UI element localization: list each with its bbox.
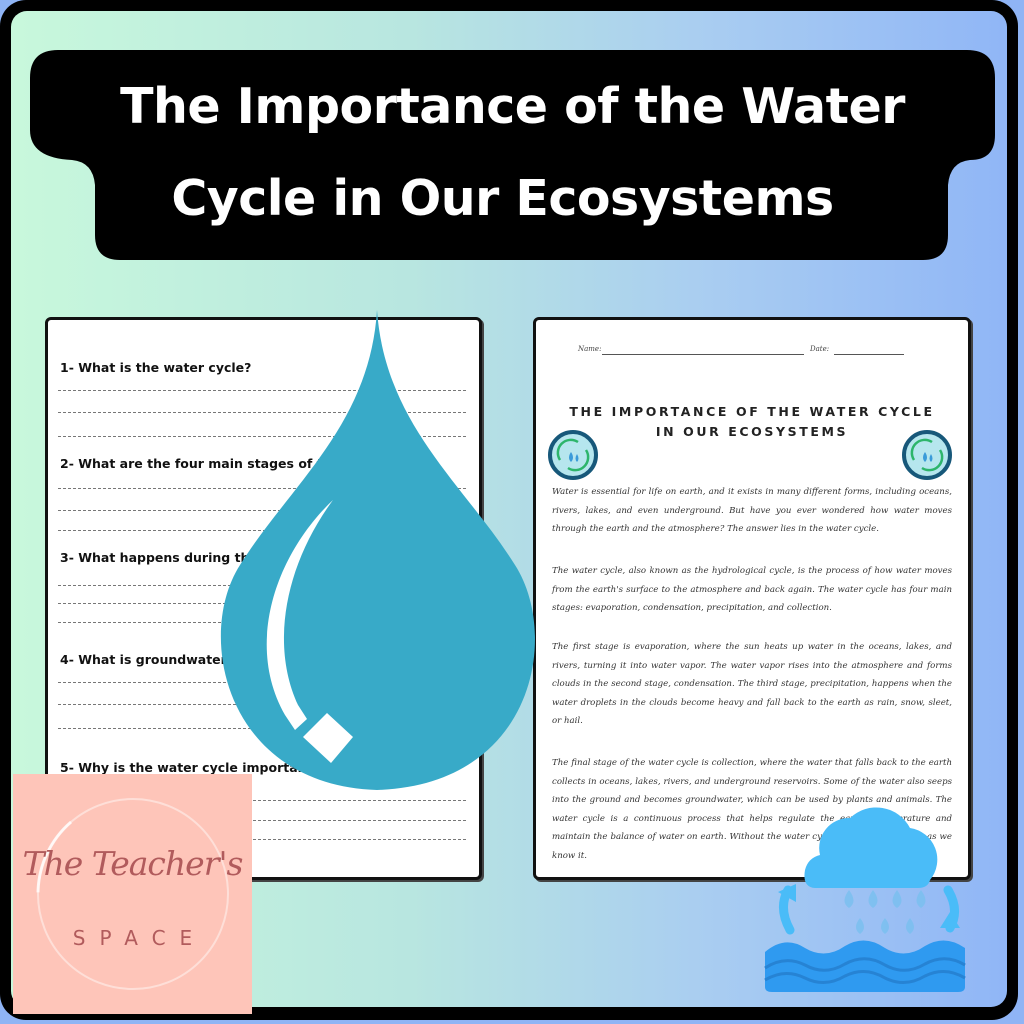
- water-recycle-icon: [548, 430, 598, 480]
- paragraph-3: The first stage is evaporation, where th…: [552, 642, 952, 726]
- teachers-space-logo: The Teacher's SPACE: [13, 774, 252, 1014]
- water-cycle-icon: [764, 807, 966, 992]
- date-label: Date:: [810, 345, 830, 353]
- title-line-1: The Importance of the Water: [120, 78, 905, 135]
- question-5: 5- Why is the water cycle important?: [60, 760, 320, 775]
- question-4: 4- What is groundwater?: [60, 652, 235, 667]
- logo-caps-text: SPACE: [72, 926, 207, 950]
- answer-line: [58, 510, 466, 511]
- water-recycle-icon: [902, 430, 952, 480]
- passage-title-2: IN OUR ECOSYSTEMS: [655, 424, 849, 439]
- logo-script-text: The Teacher's: [22, 844, 244, 883]
- answer-line: [58, 800, 466, 801]
- answer-line: [58, 436, 466, 437]
- question-1: 1- What is the water cycle?: [60, 360, 252, 375]
- answer-line: [58, 390, 466, 391]
- answer-line: [58, 412, 466, 413]
- paragraph-1: Water is essential for life on earth, an…: [552, 487, 952, 534]
- date-line: [834, 354, 904, 355]
- paragraph-4: The final stage of the water cycle is co…: [552, 758, 952, 861]
- name-label: Name:: [578, 345, 602, 353]
- water-drop-icon: [220, 310, 535, 790]
- answer-line: [58, 839, 466, 840]
- name-line: [602, 354, 804, 355]
- answer-line: [58, 820, 466, 821]
- answer-line: [58, 488, 466, 489]
- answer-line: [58, 530, 466, 531]
- passage-title-1: THE IMPORTANCE OF THE WATER CYCLE: [569, 404, 935, 419]
- title-line-2: Cycle in Our Ecosystems: [171, 170, 834, 227]
- paragraph-2: The water cycle, also known as the hydro…: [552, 566, 952, 613]
- title-banner: The Importance of the Water Cycle in Our…: [30, 50, 995, 260]
- reading-passage-page: Name: Date: THE IMPORTANCE OF THE WATER …: [533, 317, 971, 880]
